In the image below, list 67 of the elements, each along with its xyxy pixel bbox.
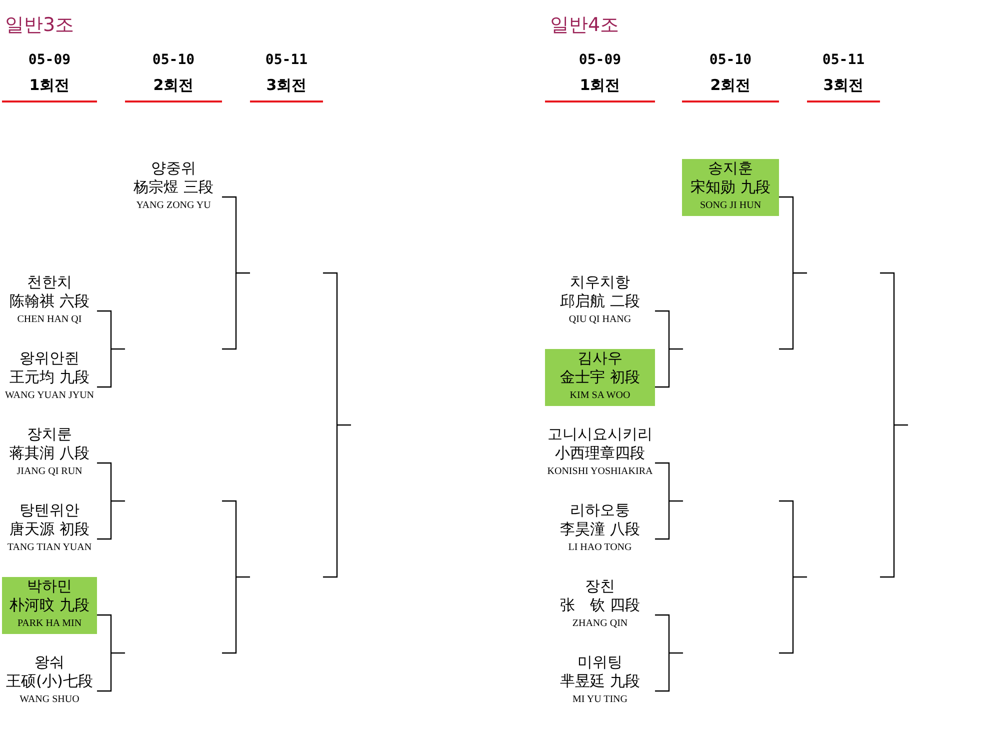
chinese-name: 小西理章四段 bbox=[554, 444, 646, 463]
korean-name: 양중위 bbox=[150, 159, 197, 178]
korean-name: 미위팅 bbox=[576, 653, 624, 672]
bracket-line bbox=[655, 310, 670, 388]
korean-name: 장치룬 bbox=[26, 425, 73, 444]
korean-name: 탕텐위안 bbox=[18, 501, 80, 520]
chinese-name: 唐天源 初段 bbox=[8, 520, 90, 539]
chinese-name: 陈翰祺 六段 bbox=[8, 292, 90, 311]
winner-box bbox=[545, 349, 655, 406]
round-label: 2회전 bbox=[152, 76, 195, 95]
bracket-line bbox=[779, 196, 807, 274]
chinese-name: 芈昱廷 九段 bbox=[559, 672, 641, 691]
bracket-line bbox=[655, 462, 670, 540]
round-label: 3회전 bbox=[265, 76, 308, 95]
chinese-name: 邱启航 二段 bbox=[559, 292, 641, 311]
chinese-name: 宋知勋 九段 bbox=[690, 178, 772, 197]
chinese-name: 杨宗煜 三段 bbox=[132, 178, 214, 197]
date-label: 05-09 bbox=[27, 52, 72, 68]
korean-name: 박하민 bbox=[26, 577, 73, 596]
chinese-name: 朴河旼 九段 bbox=[8, 596, 90, 615]
korean-name: 김사우 bbox=[576, 349, 624, 368]
chinese-name: 王硕(小)七段 bbox=[5, 672, 94, 691]
chinese-name: 王元均 九段 bbox=[8, 368, 90, 387]
korean-name: 장친 bbox=[584, 577, 616, 596]
round-label: 2회전 bbox=[709, 76, 752, 95]
round-label: 3회전 bbox=[822, 76, 865, 95]
winner-box bbox=[682, 159, 779, 216]
chinese-name: 李昊潼 八段 bbox=[559, 520, 641, 539]
romanized-name: WANG YUAN JYUN bbox=[4, 389, 96, 403]
romanized-name: MI YU TING bbox=[572, 693, 628, 707]
date-label: 05-10 bbox=[708, 52, 753, 68]
bracket-line bbox=[97, 614, 112, 692]
date-label: 05-09 bbox=[578, 52, 622, 68]
korean-name: 송지훈 bbox=[707, 159, 754, 178]
romanized-name: CHEN HAN QI bbox=[16, 313, 83, 327]
bracket-line bbox=[222, 196, 250, 274]
round-label: 1회전 bbox=[28, 76, 71, 95]
winner-box bbox=[2, 577, 97, 634]
bracket-line bbox=[97, 310, 112, 388]
romanized-name: YANG ZONG YU bbox=[135, 199, 212, 213]
bracket-line bbox=[97, 462, 112, 540]
round-label: 1회전 bbox=[578, 76, 622, 95]
korean-name: 리하오퉁 bbox=[569, 501, 631, 520]
bracket-line bbox=[655, 614, 670, 692]
date-label: 05-11 bbox=[821, 52, 866, 68]
romanized-name: JIANG QI RUN bbox=[16, 465, 84, 479]
korean-name: 치우치항 bbox=[569, 273, 631, 292]
chinese-name: 张 钦 四段 bbox=[559, 596, 641, 615]
romanized-name: KONISHI YOSHIAKIRA bbox=[546, 465, 654, 479]
korean-name: 천한치 bbox=[26, 273, 73, 292]
romanized-name: PARK HA MIN bbox=[16, 617, 83, 631]
korean-name: 고니시요시키리 bbox=[546, 425, 654, 444]
romanized-name: TANG TIAN YUAN bbox=[6, 541, 93, 555]
romanized-name: ZHANG QIN bbox=[571, 617, 629, 631]
romanized-name: LI HAO TONG bbox=[567, 541, 633, 555]
korean-name: 왕숴 bbox=[34, 653, 66, 672]
romanized-name: KIM SA WOO bbox=[568, 389, 632, 403]
group-title: 일반4조 bbox=[550, 13, 620, 38]
date-label: 05-11 bbox=[264, 52, 309, 68]
romanized-name: WANG SHUO bbox=[18, 693, 80, 707]
romanized-name: SONG JI HUN bbox=[698, 199, 762, 213]
korean-name: 왕위안쥔 bbox=[18, 349, 80, 368]
romanized-name: QIU QI HANG bbox=[568, 313, 632, 327]
date-label: 05-10 bbox=[151, 52, 196, 68]
chinese-name: 金士宇 初段 bbox=[559, 368, 641, 387]
group-title: 일반3조 bbox=[5, 13, 74, 38]
chinese-name: 蒋其润 八段 bbox=[8, 444, 90, 463]
